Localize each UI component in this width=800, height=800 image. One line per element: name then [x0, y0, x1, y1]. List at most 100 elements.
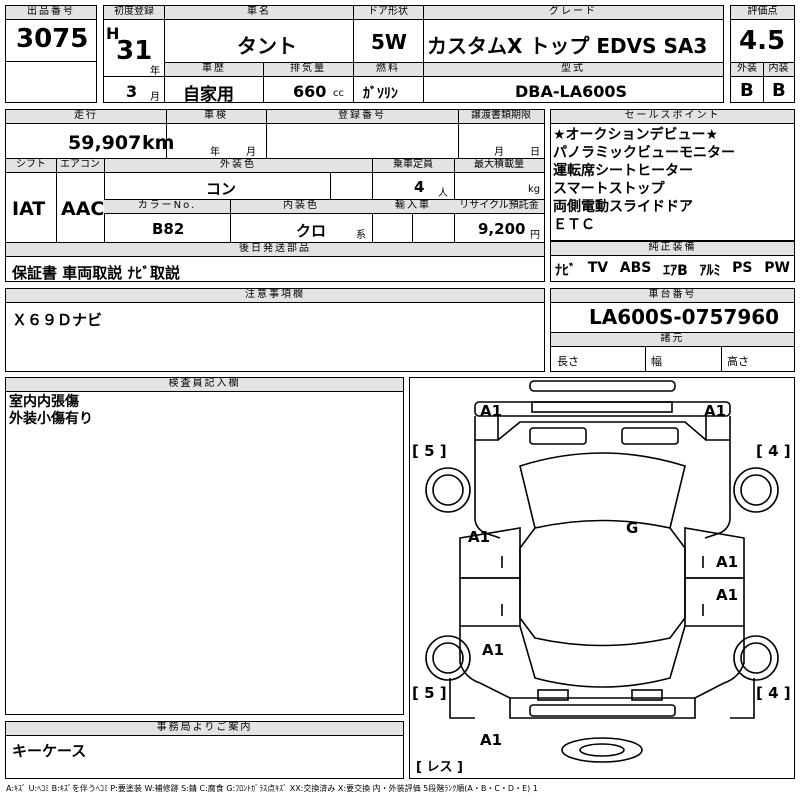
- selling-point: パノラミックビューモニター: [553, 145, 735, 161]
- notes-box: 注意事項欄 Ｘ６９Ｄナビ: [5, 288, 545, 372]
- chassis-number: LA600S-0757960: [589, 305, 780, 329]
- shift-label: シフト: [6, 159, 56, 173]
- car-name-label: 車名: [165, 6, 353, 20]
- equipment-item: ﾅﾋﾞ: [555, 263, 576, 279]
- fuel: ｶﾞｿﾘﾝ: [363, 86, 398, 102]
- tyre-front-right: [ 4 ]: [756, 442, 791, 460]
- equipment-item: PS: [732, 260, 753, 276]
- equipment-label: 純正装備: [551, 242, 794, 256]
- model-label: 型式: [423, 63, 723, 77]
- height-label: 高さ: [727, 355, 749, 368]
- notes-text: Ｘ６９Ｄナビ: [12, 311, 103, 329]
- width-label: 幅: [651, 355, 662, 368]
- car-info-box: 車名 ドア形状 グレード タント 5W カスタムX トップ EDVS SA3 車…: [164, 5, 724, 105]
- ext-color: コン: [206, 180, 237, 198]
- inspection-label: 車検: [166, 110, 266, 124]
- reg-year: 31: [116, 36, 153, 66]
- mileage-label: 走行: [6, 110, 166, 124]
- office-box: 事務局よりご案内 キーケース: [5, 721, 404, 779]
- selling-point: スマートストップ: [553, 181, 665, 197]
- chassis-box: 車台番号 LA600S-0757960 諸元 長さ 幅 高さ: [550, 288, 795, 372]
- equipment-item: PW: [764, 260, 790, 276]
- reg-no-label: 登録番号: [266, 110, 458, 124]
- insp-month-unit: 月: [246, 147, 256, 158]
- first-reg-label: 初度登録: [104, 6, 164, 20]
- lot-number: 3075: [16, 24, 89, 54]
- car-name: タント: [237, 34, 297, 58]
- lot-blank: [5, 61, 97, 103]
- load-unit: kg: [528, 184, 541, 195]
- selling-point: ＥＴＣ: [553, 217, 595, 233]
- tyre-rear-left: [ 5 ]: [412, 684, 447, 702]
- int-color-label: 内装色: [230, 200, 372, 214]
- first-registration-box: 初度登録 H 31 年 3 月: [103, 5, 165, 103]
- capacity-unit: 人: [438, 188, 448, 199]
- mark-front-right: A1: [704, 402, 727, 420]
- vehicle-history: 自家用: [183, 85, 234, 105]
- equipment-item: ｱﾙﾐ: [699, 263, 721, 279]
- selling-point: 運転席シートヒーター: [553, 163, 693, 179]
- inspector-notes: 室内内張傷外装小傷有り: [9, 394, 93, 428]
- int-grade: B: [772, 80, 786, 101]
- score-label: 評価点: [731, 6, 794, 20]
- selling-point: ★オークションデビュー★: [553, 127, 719, 143]
- mark-right-rear-door: A1: [716, 586, 739, 604]
- tyre-rear-right: [ 4 ]: [756, 684, 791, 702]
- tyre-front-left: [ 5 ]: [412, 442, 447, 460]
- transfer-month-unit: 月: [494, 147, 504, 158]
- details-box: 走行 車検 登録番号 譲渡書類期限 59,907 km 年 月 月 日 シフト …: [5, 109, 545, 282]
- mark-windscreen: G: [626, 519, 639, 537]
- mileage-unit: km: [142, 132, 175, 154]
- inspector-label: 検査員記入欄: [6, 378, 403, 392]
- mark-left-front-door: A1: [468, 528, 491, 546]
- era: H: [106, 24, 120, 43]
- grade: カスタムX トップ EDVS SA3: [427, 34, 708, 58]
- int-color: クロ: [296, 222, 327, 240]
- grade-label: グレード: [423, 6, 723, 20]
- ext-grade-label: 外装: [731, 63, 763, 77]
- score: 4.5: [739, 26, 786, 56]
- air-conditioner: AAC: [61, 198, 105, 220]
- inspector-note: 外装小傷有り: [9, 411, 93, 427]
- equipment-item: ABS: [619, 260, 652, 276]
- selling-point: 両側電動スライドドア: [553, 199, 693, 215]
- displacement-unit: cc: [333, 88, 344, 99]
- later-parts-label: 後日発送部品: [6, 243, 544, 257]
- import-label: 輸入車: [372, 200, 454, 214]
- color-no: B82: [152, 220, 185, 238]
- length-label: 長さ: [557, 355, 579, 368]
- int-grade-label: 内装: [763, 63, 794, 77]
- recycle-unit: 円: [530, 230, 540, 241]
- spare-tyre: [ レス ]: [416, 760, 463, 775]
- car-outline: [425, 380, 779, 763]
- ext-color-label: 外装色: [104, 159, 372, 173]
- inspector-note: 室内内張傷: [9, 394, 79, 410]
- fuel-label: 燃料: [353, 63, 423, 77]
- displacement-label: 排気量: [263, 63, 353, 77]
- mark-rear-bumper: A1: [480, 731, 503, 749]
- later-parts: 保証書 車両取説 ﾅﾋﾞ取説: [12, 264, 180, 282]
- spec-label: 諸元: [551, 333, 794, 347]
- selling-points-box: セールスポイント ★オークションデビュー★パノラミックビューモニター運転席シート…: [550, 109, 795, 241]
- displacement: 660: [293, 82, 327, 101]
- lot-label: 出品番号: [6, 6, 96, 20]
- transfer-label: 譲渡書類期限: [458, 110, 544, 124]
- load-label: 最大積載量: [454, 159, 544, 173]
- int-color-unit: 系: [356, 230, 366, 241]
- mark-front-left: A1: [480, 402, 503, 420]
- lot-box: 出品番号 3075: [5, 5, 97, 62]
- model-code: DBA-LA600S: [515, 82, 627, 101]
- equipment-item: ｴｱB: [663, 263, 688, 279]
- year-unit: 年: [150, 66, 160, 77]
- mark-right-front-door: A1: [716, 553, 739, 571]
- legend: A:ｷｽﾞ U:ﾍｺﾐ B:ｷｽﾞを伴うﾍｺﾐ P:要塗装 W:補修跡 S:錆 …: [6, 784, 538, 793]
- chassis-label: 車台番号: [551, 289, 794, 303]
- mileage: 59,907: [68, 132, 142, 154]
- notes-label: 注意事項欄: [6, 289, 544, 303]
- history-label: 車歴: [165, 63, 263, 77]
- recycle-label: リサイクル預託金: [454, 200, 544, 214]
- office-text: キーケース: [12, 742, 87, 760]
- ext-grade: B: [740, 80, 754, 101]
- transfer-day-unit: 日: [530, 147, 540, 158]
- month-unit: 月: [150, 92, 160, 103]
